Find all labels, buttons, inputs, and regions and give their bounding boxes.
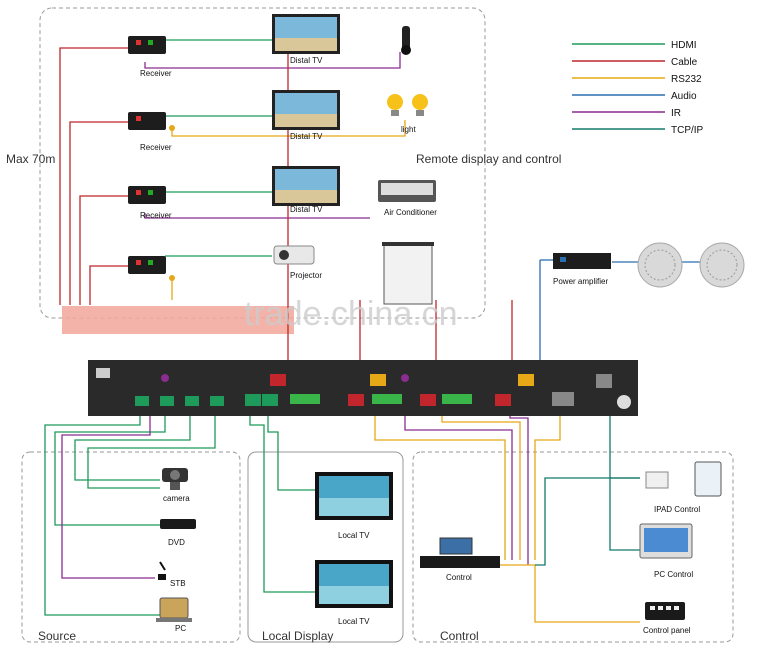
matrix-switcher [88, 360, 638, 416]
local-tv-1 [315, 472, 393, 520]
air-conditioner-label: Air Conditioner [384, 208, 437, 217]
receiver-label-3: Receiver [140, 211, 172, 220]
camera-icon [162, 468, 188, 490]
distal-tv-2 [272, 90, 340, 130]
control-device-label: Control [446, 573, 472, 582]
power-amplifier-label: Power amplifier [553, 277, 608, 286]
source-group-label: Source [38, 629, 76, 643]
dvd-icon [160, 519, 196, 529]
receiver-label-1: Receiver [140, 69, 172, 78]
distal-tv-label-2: Distal TV [290, 132, 323, 141]
legend-label-3: Audio [671, 91, 697, 102]
projector-icon [274, 246, 314, 264]
speaker-icon-1 [638, 243, 682, 287]
local-tv-label-2: Local TV [338, 617, 370, 626]
control-panel-label: Control panel [643, 626, 691, 635]
light-label: light [401, 125, 416, 134]
power-amplifier-icon [553, 253, 611, 269]
receiver-label-2: Receiver [140, 143, 172, 152]
remote-area-label: Remote display and control [416, 152, 561, 166]
stb-icon [158, 562, 166, 580]
distal-tv-label-3: Distal TV [290, 205, 323, 214]
legend-label-5: TCP/IP [671, 125, 704, 136]
max-distance-label: Max 70m [6, 152, 55, 166]
ipad-control-label: IPAD Control [654, 505, 700, 514]
pc-control-label: PC Control [654, 570, 693, 579]
receiver-device-4 [128, 256, 175, 281]
legend-label-1: Cable [671, 57, 698, 68]
local-tv-2 [315, 560, 393, 608]
remote-control-icon [401, 26, 411, 55]
legend-label-0: HDMI [671, 40, 697, 51]
control-panel-icon [645, 602, 685, 620]
camera-label: camera [163, 494, 190, 503]
control-device-icon [420, 538, 500, 568]
local-tv-label-1: Local TV [338, 531, 370, 540]
receiver-device-1 [128, 36, 166, 54]
legend-label-2: RS232 [671, 74, 702, 85]
projector-label: Projector [290, 271, 322, 280]
distal-tv-1 [272, 14, 340, 54]
pc-control-icon [640, 524, 692, 558]
receiver-device-3 [128, 186, 166, 204]
pc-label: PC [175, 624, 186, 633]
air-conditioner-icon [378, 180, 436, 202]
dvd-label: DVD [168, 538, 185, 547]
stb-label: STB [170, 579, 186, 588]
watermark: trade.china.cn [244, 295, 458, 333]
pc-icon [156, 598, 192, 622]
light-bulb-icon [387, 94, 428, 116]
receiver-device-2 [128, 112, 175, 131]
distal-tv-3 [272, 166, 340, 206]
speaker-icon-2 [700, 243, 744, 287]
ipad-control-icon [646, 462, 721, 496]
control-group-label: Control [440, 629, 479, 643]
distal-tv-label-1: Distal TV [290, 56, 323, 65]
local-group-label: Local Display [262, 629, 333, 643]
legend-label-4: IR [671, 108, 681, 119]
